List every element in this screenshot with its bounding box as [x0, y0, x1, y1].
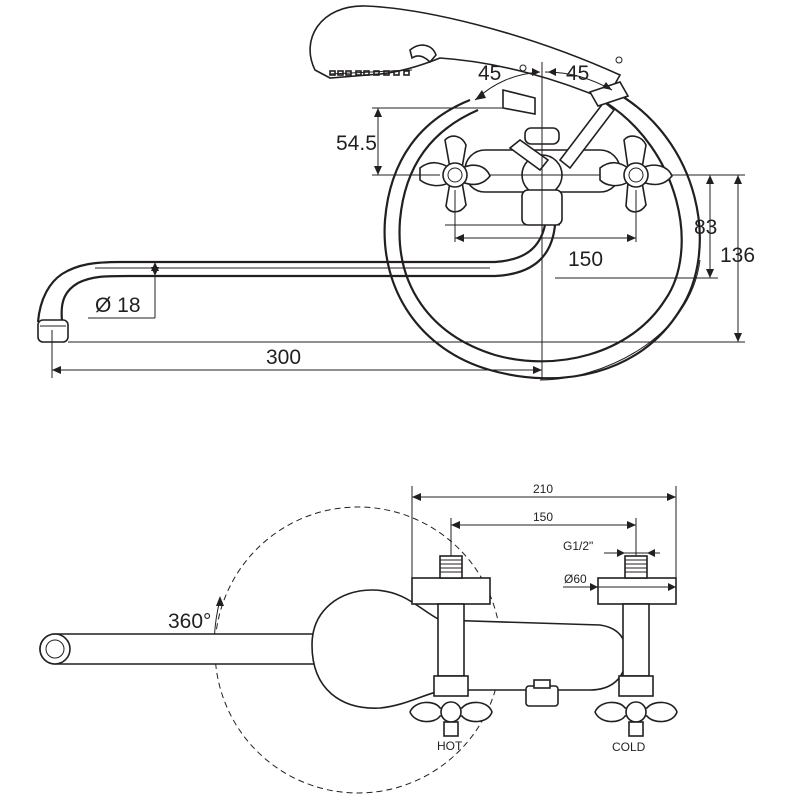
shower-nozzles	[329, 70, 410, 76]
flange-dimension: Ø60	[563, 572, 676, 591]
hot-handle-front	[419, 135, 491, 213]
top-view: 45 45 54.5 150 83	[36, 5, 755, 381]
hot-label: HOT	[437, 739, 463, 753]
overall-width-label: 210	[533, 482, 553, 496]
center-distance-label: 150	[568, 248, 603, 271]
cold-handle-front	[599, 135, 673, 213]
flange-label: Ø60	[564, 572, 587, 586]
offset-height-dimension: 54.5	[336, 107, 505, 176]
angle-left-label: 45	[478, 62, 501, 85]
shower-hose	[383, 91, 701, 381]
total-height-label: 136	[720, 244, 755, 267]
body-side	[311, 589, 628, 709]
thread-dimension: G1/2"	[563, 539, 660, 557]
side-center-distance-label: 150	[533, 510, 553, 524]
rotation-arrow-up	[216, 596, 224, 606]
rotation-label: 360°	[168, 610, 211, 633]
spout-length-label: 300	[266, 346, 301, 369]
side-center-distance-dimension: 150	[450, 510, 637, 556]
thread-label: G1/2"	[563, 539, 593, 553]
pipe-diameter-label: Ø 18	[95, 294, 141, 317]
mixer-body	[448, 81, 690, 226]
total-height-dimension: 136	[68, 175, 755, 343]
offset-height-label: 54.5	[336, 132, 377, 155]
overall-width-dimension: 210	[411, 482, 677, 578]
cold-label: COLD	[612, 740, 646, 754]
spout-pipe	[36, 224, 557, 343]
spout-side	[39, 633, 341, 665]
pipe-diameter-dimension: Ø 18	[88, 262, 159, 319]
inner-height-dimension: 83	[555, 174, 745, 279]
hot-valve-side	[409, 555, 493, 737]
cold-valve-side	[594, 555, 678, 737]
angle-dimension: 45 45	[474, 56, 623, 101]
spout-length-dimension: 300	[51, 330, 542, 378]
angle-right-label: 45	[566, 62, 589, 85]
shower-head	[309, 5, 622, 102]
inner-height-label: 83	[694, 216, 717, 239]
side-view: 360°	[39, 482, 678, 794]
center-distance-dimension: 150	[454, 190, 637, 271]
